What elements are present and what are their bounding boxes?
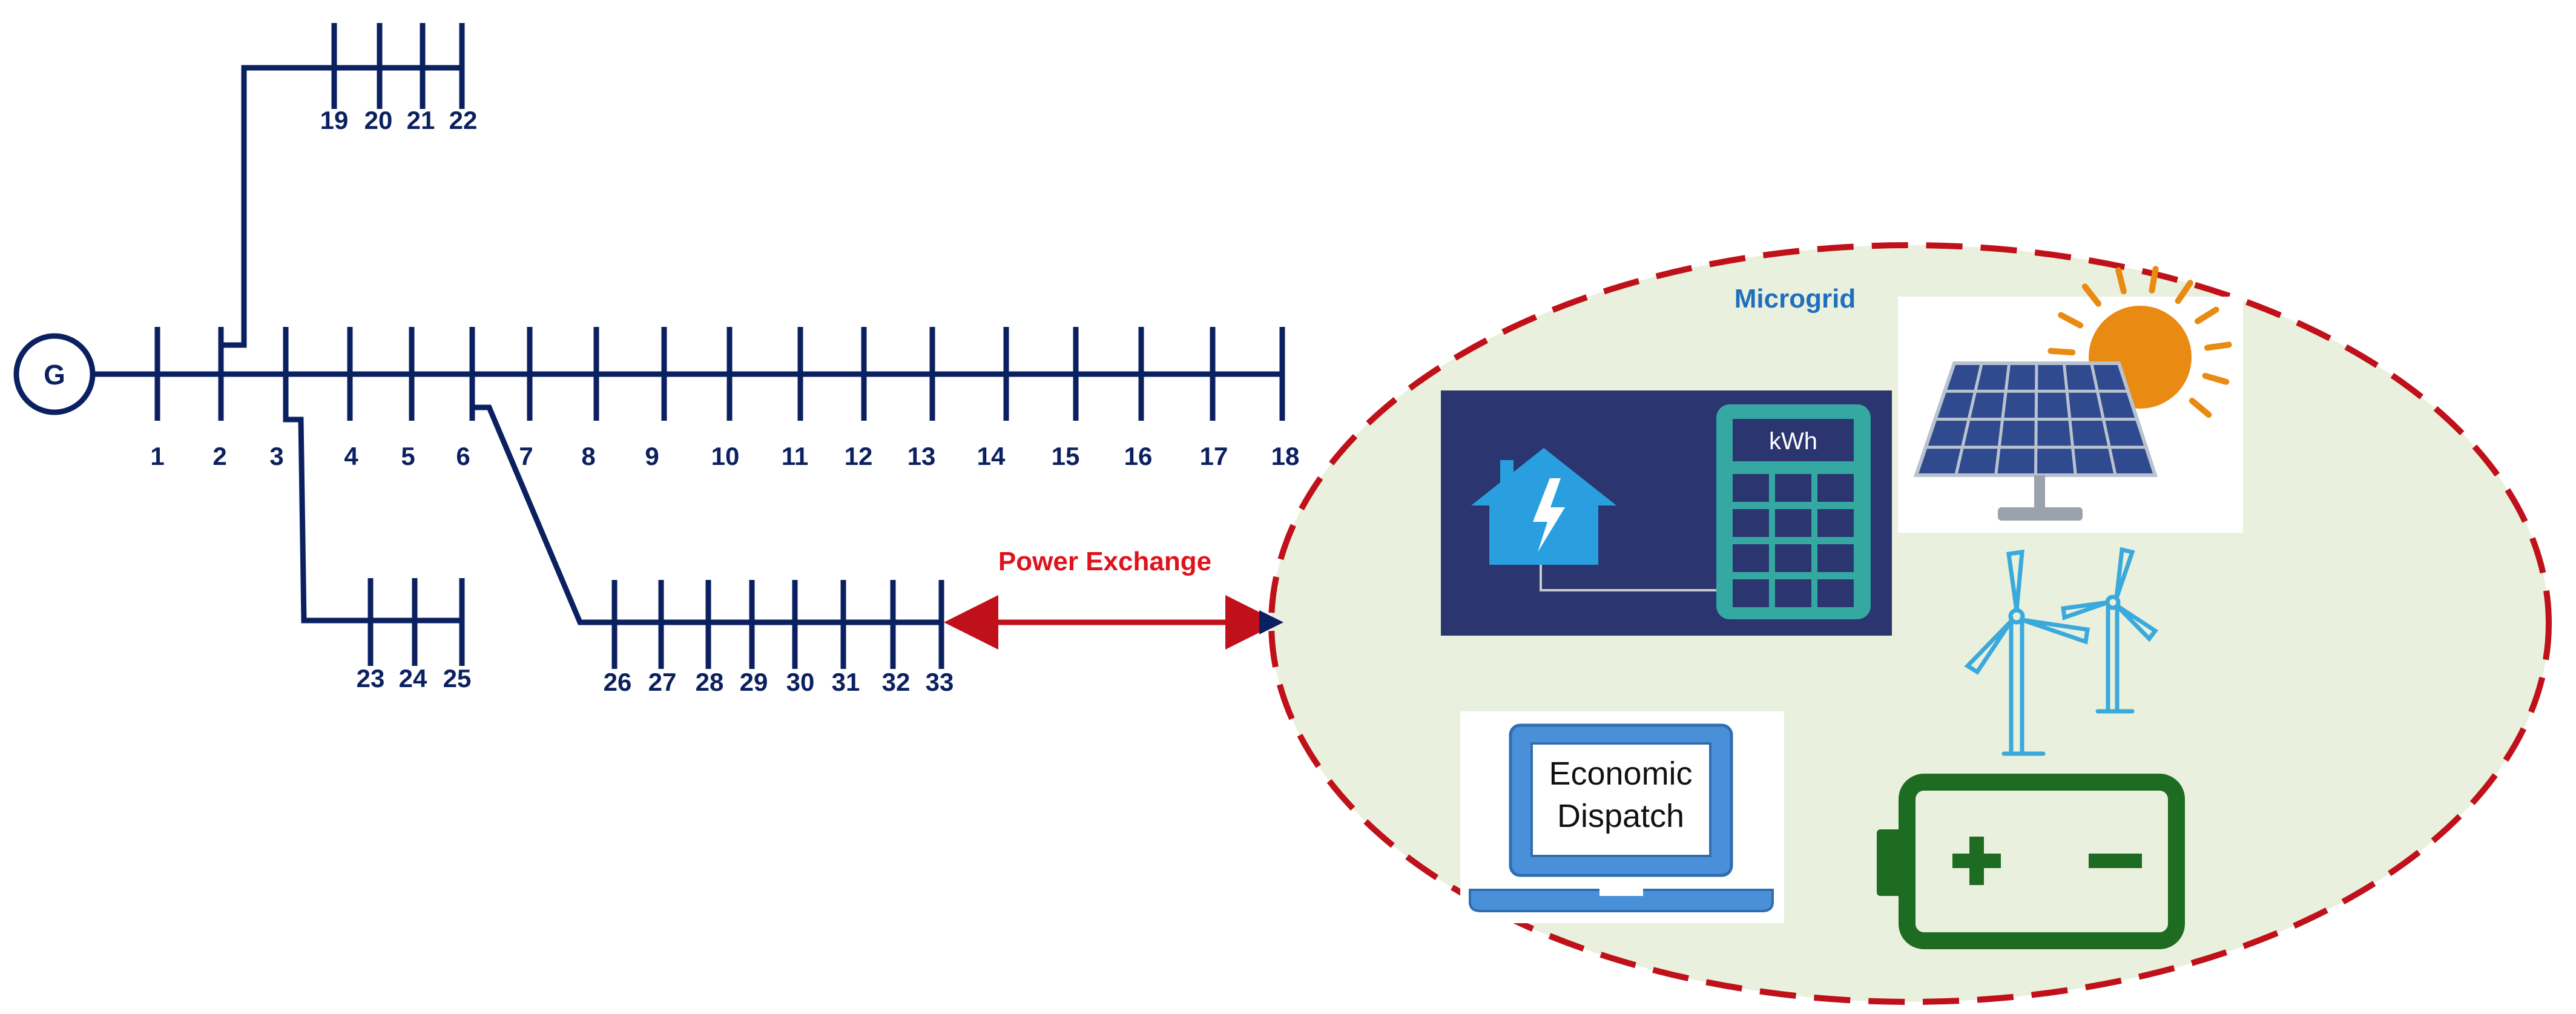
sun-ray bbox=[2194, 306, 2219, 324]
sun-ray bbox=[2115, 267, 2127, 295]
dispatch-label-line2: Dispatch bbox=[1557, 798, 1684, 834]
power-exchange-label: Power Exchange bbox=[998, 547, 1211, 576]
microgrid-label: Microgrid bbox=[1734, 284, 1856, 314]
dispatch-label-line1: Economic bbox=[1549, 756, 1692, 792]
bus-1-label: 1 bbox=[150, 442, 164, 470]
battery-icon bbox=[1877, 774, 2185, 949]
bus-6-label: 6 bbox=[456, 442, 470, 470]
sun-ray bbox=[2175, 280, 2193, 305]
meter-key bbox=[1733, 544, 1769, 572]
meter-key bbox=[1775, 509, 1811, 537]
meter-key bbox=[1733, 474, 1769, 502]
bus-9-label: 9 bbox=[645, 442, 659, 470]
bus-18-label: 18 bbox=[1271, 442, 1300, 470]
generator-icon: G bbox=[13, 333, 96, 415]
meter-icon: kWh bbox=[1716, 404, 1871, 619]
sun-ray bbox=[2149, 266, 2159, 294]
bus-30-label: 30 bbox=[786, 668, 815, 696]
bus-17-label: 17 bbox=[1200, 442, 1228, 470]
meter-key bbox=[1775, 474, 1811, 502]
bus-4-label: 4 bbox=[344, 442, 358, 470]
bus-31-label: 31 bbox=[832, 668, 860, 696]
sun-ray bbox=[2081, 283, 2102, 307]
sun-ray bbox=[2047, 347, 2076, 356]
bus-2-label: 2 bbox=[212, 442, 226, 470]
sun-ray bbox=[2202, 372, 2230, 385]
meter-key bbox=[1733, 579, 1769, 607]
house-icon bbox=[1471, 448, 1616, 565]
bus-11-label: 11 bbox=[782, 442, 808, 470]
smart-meter-panel: kWh bbox=[1441, 390, 1892, 636]
wind-turbine-large bbox=[1964, 549, 2090, 756]
bus-28-label: 28 bbox=[696, 668, 724, 696]
bus-22-label: 22 bbox=[449, 106, 478, 134]
bus-23-label: 23 bbox=[357, 664, 385, 693]
bus-19-label: 19 bbox=[320, 106, 349, 134]
bus-21-label: 21 bbox=[407, 106, 435, 134]
bus-16-label: 16 bbox=[1124, 442, 1153, 470]
bus-8-label: 8 bbox=[581, 442, 595, 470]
bus-29-label: 29 bbox=[740, 668, 768, 696]
bus-13-label: 13 bbox=[908, 442, 936, 470]
bus-10-label: 10 bbox=[711, 442, 740, 470]
bus-25-label: 25 bbox=[443, 664, 472, 693]
sun-ray bbox=[2204, 341, 2232, 351]
bus-5-label: 5 bbox=[401, 442, 415, 470]
bus-7-label: 7 bbox=[519, 442, 533, 470]
meter-key bbox=[1817, 509, 1854, 537]
bus-24-label: 24 bbox=[399, 664, 427, 693]
solar-panel-icon bbox=[1898, 266, 2243, 533]
laptop-icon: Economic Dispatch bbox=[1460, 711, 1784, 923]
meter-key bbox=[1817, 544, 1854, 572]
meter-key bbox=[1733, 509, 1769, 537]
meter-wire bbox=[1540, 565, 1716, 591]
bus-14-label: 14 bbox=[977, 442, 1006, 470]
bus-12-label: 12 bbox=[845, 442, 873, 470]
wind-turbine-small bbox=[2061, 547, 2159, 714]
sun-ray bbox=[2058, 312, 2084, 329]
generator-label: G bbox=[44, 359, 65, 390]
bus-15-label: 15 bbox=[1052, 442, 1080, 470]
meter-key bbox=[1817, 579, 1854, 607]
wind-turbine-icon bbox=[1964, 547, 2159, 756]
meter-key bbox=[1775, 579, 1811, 607]
bus-27-label: 27 bbox=[648, 668, 677, 696]
bus-3-label: 3 bbox=[269, 442, 283, 470]
meter-display: kWh bbox=[1769, 428, 1817, 455]
meter-key bbox=[1817, 474, 1854, 502]
bus-26-label: 26 bbox=[604, 668, 632, 696]
sun-ray bbox=[2189, 397, 2212, 418]
microgrid-connection-point bbox=[1259, 610, 1283, 634]
bus-20-label: 20 bbox=[364, 106, 393, 134]
bus-33-label: 33 bbox=[926, 668, 954, 696]
radial-feeder-network bbox=[94, 23, 1285, 669]
bus-32-label: 32 bbox=[882, 668, 911, 696]
lower-lateral-line bbox=[283, 374, 462, 624]
meter-key bbox=[1775, 544, 1811, 572]
